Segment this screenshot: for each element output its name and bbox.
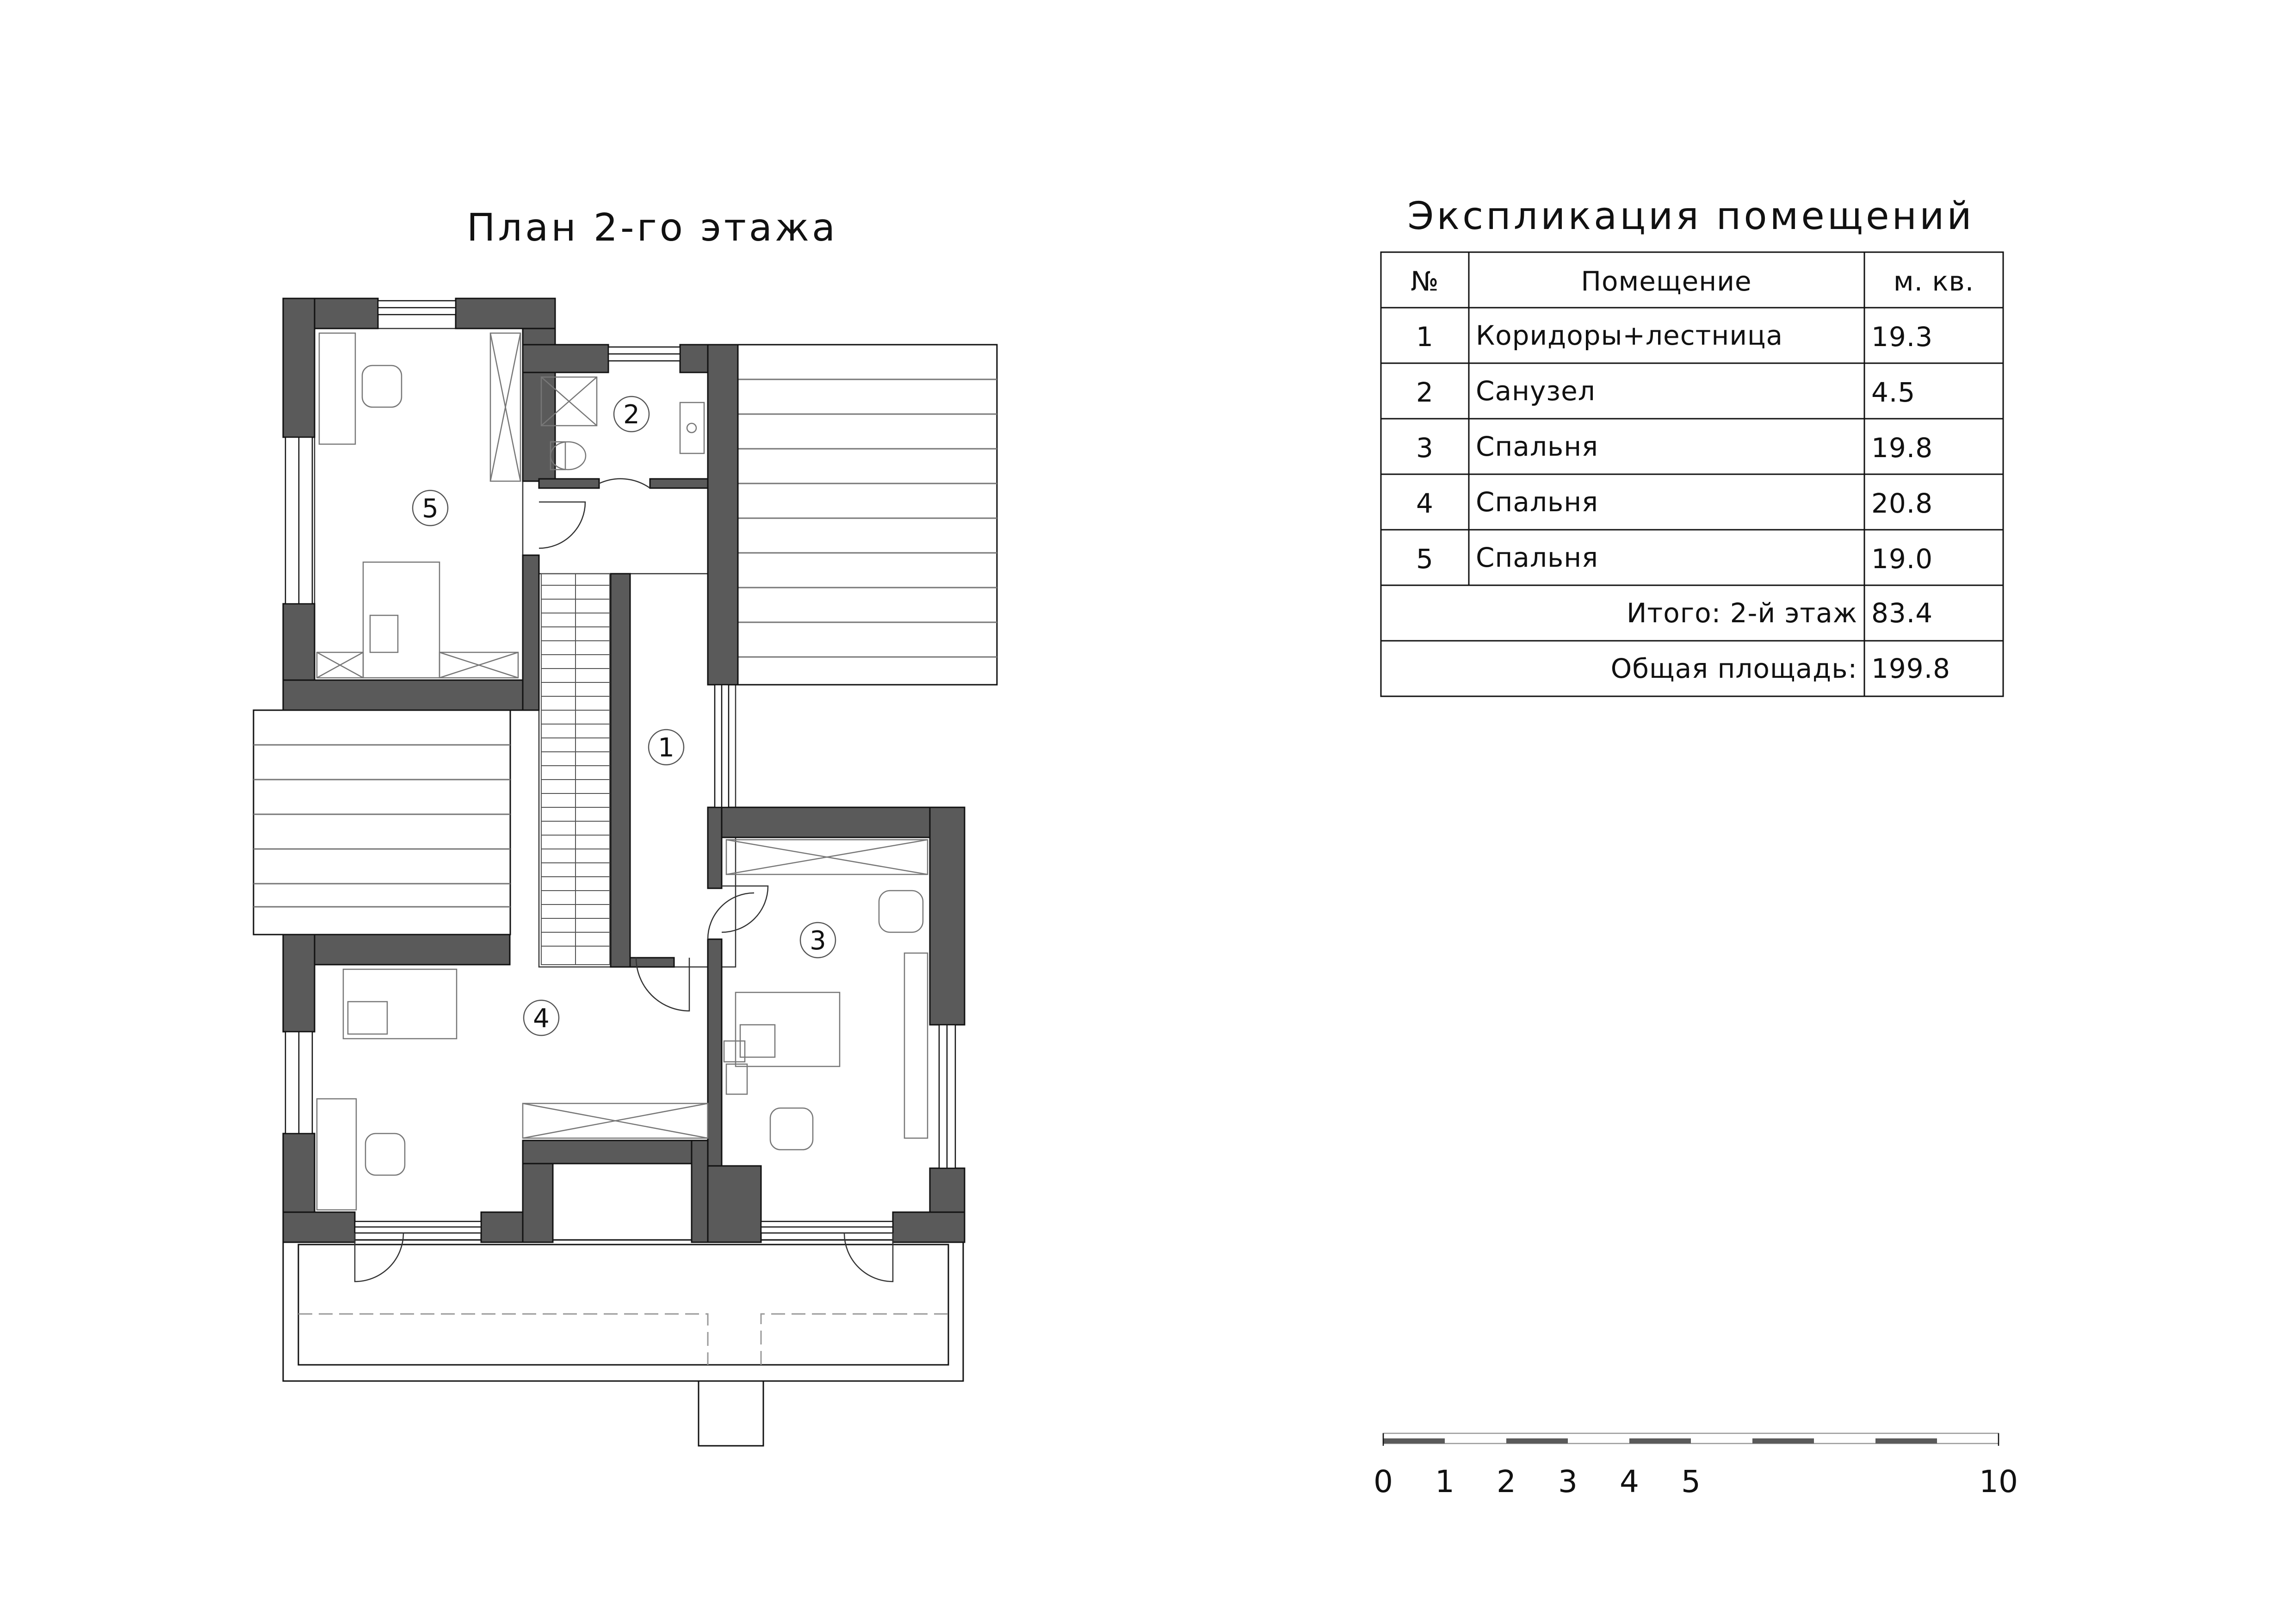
room-marker-2: 2 [613, 396, 650, 433]
room-number: 4 [533, 1004, 550, 1034]
row-area: 19.0 [1871, 543, 1933, 575]
explication-table: № Помещение м. кв. 1 Коридоры+лестница 1… [1380, 251, 2004, 697]
walls [282, 297, 965, 1243]
explication-title: Экспликация помещений [1407, 194, 1974, 238]
total-all-label: Общая площадь: [1611, 653, 1857, 684]
floor-plan: 1 2 3 4 5 [253, 297, 998, 1447]
row-area: 4.5 [1871, 377, 1915, 408]
total-all-area: 199.8 [1871, 653, 1950, 684]
scale-label: 3 [1558, 1464, 1578, 1499]
row-number: 5 [1416, 543, 1434, 575]
table-row: 1 Коридоры+лестница 19.3 [1416, 320, 1933, 353]
scale-label: 4 [1620, 1464, 1639, 1499]
room-markers: 1 2 3 4 5 [412, 396, 836, 1036]
header-number: № [1411, 266, 1439, 297]
roof-terrace-left [253, 709, 511, 935]
room-marker-1: 1 [648, 729, 685, 766]
staircase [541, 573, 610, 965]
row-number: 1 [1416, 321, 1434, 353]
scale-label: 5 [1681, 1464, 1701, 1499]
row-number: 2 [1416, 377, 1434, 408]
row-name: Спальня [1476, 486, 1598, 518]
furniture [316, 332, 928, 1211]
row-area: 20.8 [1871, 488, 1933, 519]
row-name: Спальня [1476, 431, 1598, 462]
scale-label: 0 [1374, 1464, 1393, 1499]
scale-label: 10 [1979, 1464, 2018, 1499]
room-number: 2 [623, 400, 640, 430]
scale-bar: 0 1 2 3 4 5 10 [1374, 1432, 2018, 1499]
plan-title: План 2-го этажа [467, 206, 838, 250]
roof-terrace-right [737, 344, 998, 686]
table-row: 4 Спальня 20.8 [1416, 486, 1933, 519]
room-marker-4: 4 [523, 999, 560, 1036]
row-number: 4 [1416, 488, 1434, 519]
scale-label: 1 [1435, 1464, 1454, 1499]
row-name: Санузел [1476, 375, 1596, 407]
row-number: 3 [1416, 432, 1434, 464]
table-row: 3 Спальня 19.8 [1416, 431, 1933, 464]
row-area: 19.8 [1871, 432, 1933, 464]
table-row: 5 Спальня 19.0 [1416, 542, 1933, 575]
room-number: 5 [422, 494, 439, 524]
scale-label: 2 [1497, 1464, 1516, 1499]
table-row: 2 Санузел 4.5 [1416, 375, 1915, 408]
row-area: 19.3 [1871, 321, 1933, 353]
total-floor-label: Итого: 2-й этаж [1627, 597, 1857, 629]
header-area: м. кв. [1894, 266, 1974, 297]
windows [285, 300, 956, 1234]
row-name: Коридоры+лестница [1476, 320, 1783, 351]
row-name: Спальня [1476, 542, 1598, 573]
doors [354, 478, 894, 1282]
room-marker-3: 3 [799, 922, 836, 959]
balcony [282, 1239, 964, 1447]
header-room: Помещение [1581, 266, 1751, 297]
room-number: 3 [810, 926, 826, 956]
room-marker-5: 5 [412, 489, 449, 527]
total-floor-area: 83.4 [1871, 597, 1933, 629]
room-number: 1 [658, 733, 675, 763]
